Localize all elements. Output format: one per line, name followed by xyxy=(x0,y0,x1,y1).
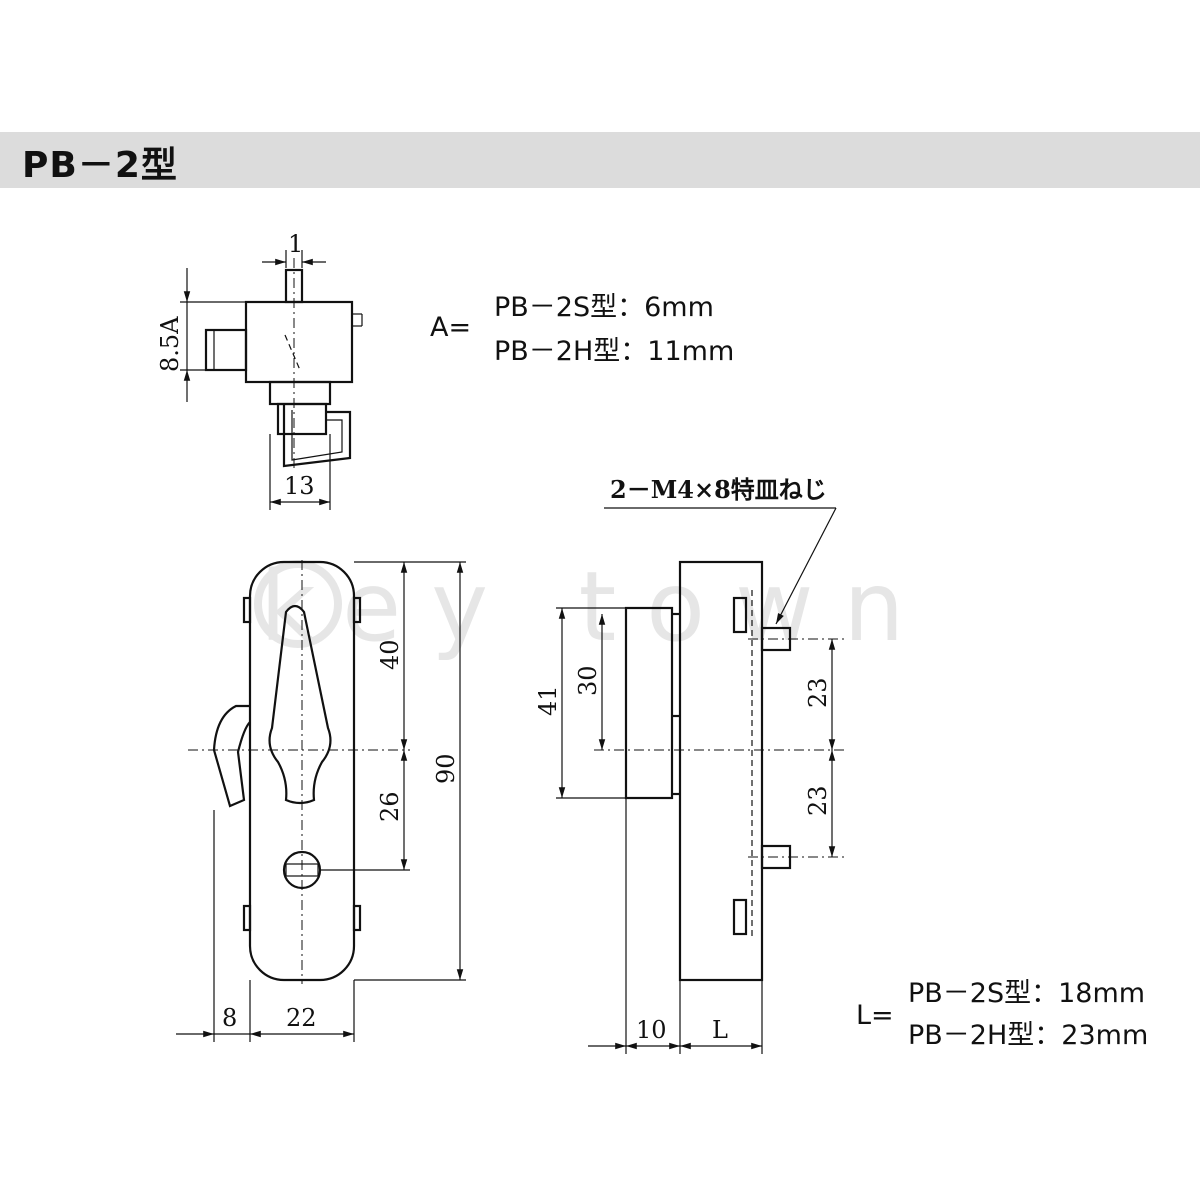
front-view: 40 26 90 8 22 xyxy=(176,560,466,1042)
header-band: PB－2型 xyxy=(0,132,1200,188)
dim-label: 1 xyxy=(288,230,303,258)
dim-label: 22 xyxy=(286,1004,317,1032)
dim-label: 40 xyxy=(376,639,404,670)
dim-label: 13 xyxy=(284,472,315,500)
note-prefix: A= xyxy=(430,312,471,343)
note-l: L= PB－2S型：18mm PB－2H型：23mm xyxy=(856,978,1148,1051)
callout-label: 2－M4×8特皿ねじ xyxy=(610,475,827,504)
dim-label: 8.5A xyxy=(156,316,184,372)
top-view: 1 8.5A 13 xyxy=(156,230,363,510)
note-prefix: L= xyxy=(856,1000,894,1031)
dim-label: 8 xyxy=(222,1004,237,1032)
dim-label: 23 xyxy=(804,785,832,816)
dim-label: 90 xyxy=(432,753,460,784)
note-line: PB－2S型：18mm xyxy=(908,978,1145,1009)
note-line: PB－2H型：23mm xyxy=(908,1020,1148,1051)
dim-label: 10 xyxy=(636,1016,667,1044)
dim-label: 30 xyxy=(574,665,602,696)
note-line: PB－2S型：6mm xyxy=(494,292,714,323)
page-title: PB－2型 xyxy=(22,145,178,186)
dim-label: L xyxy=(712,1016,728,1044)
dim-label: 41 xyxy=(534,685,562,716)
watermark-logo xyxy=(254,560,342,648)
dim-label: 23 xyxy=(804,677,832,708)
note-a: A= PB－2S型：6mm PB－2H型：11mm xyxy=(430,292,734,367)
side-view: 2－M4×8特皿ねじ 41 30 23 23 xyxy=(534,475,846,1054)
dim-label: 26 xyxy=(376,791,404,822)
note-line: PB－2H型：11mm xyxy=(494,336,734,367)
watermark-text: key town xyxy=(260,551,934,663)
